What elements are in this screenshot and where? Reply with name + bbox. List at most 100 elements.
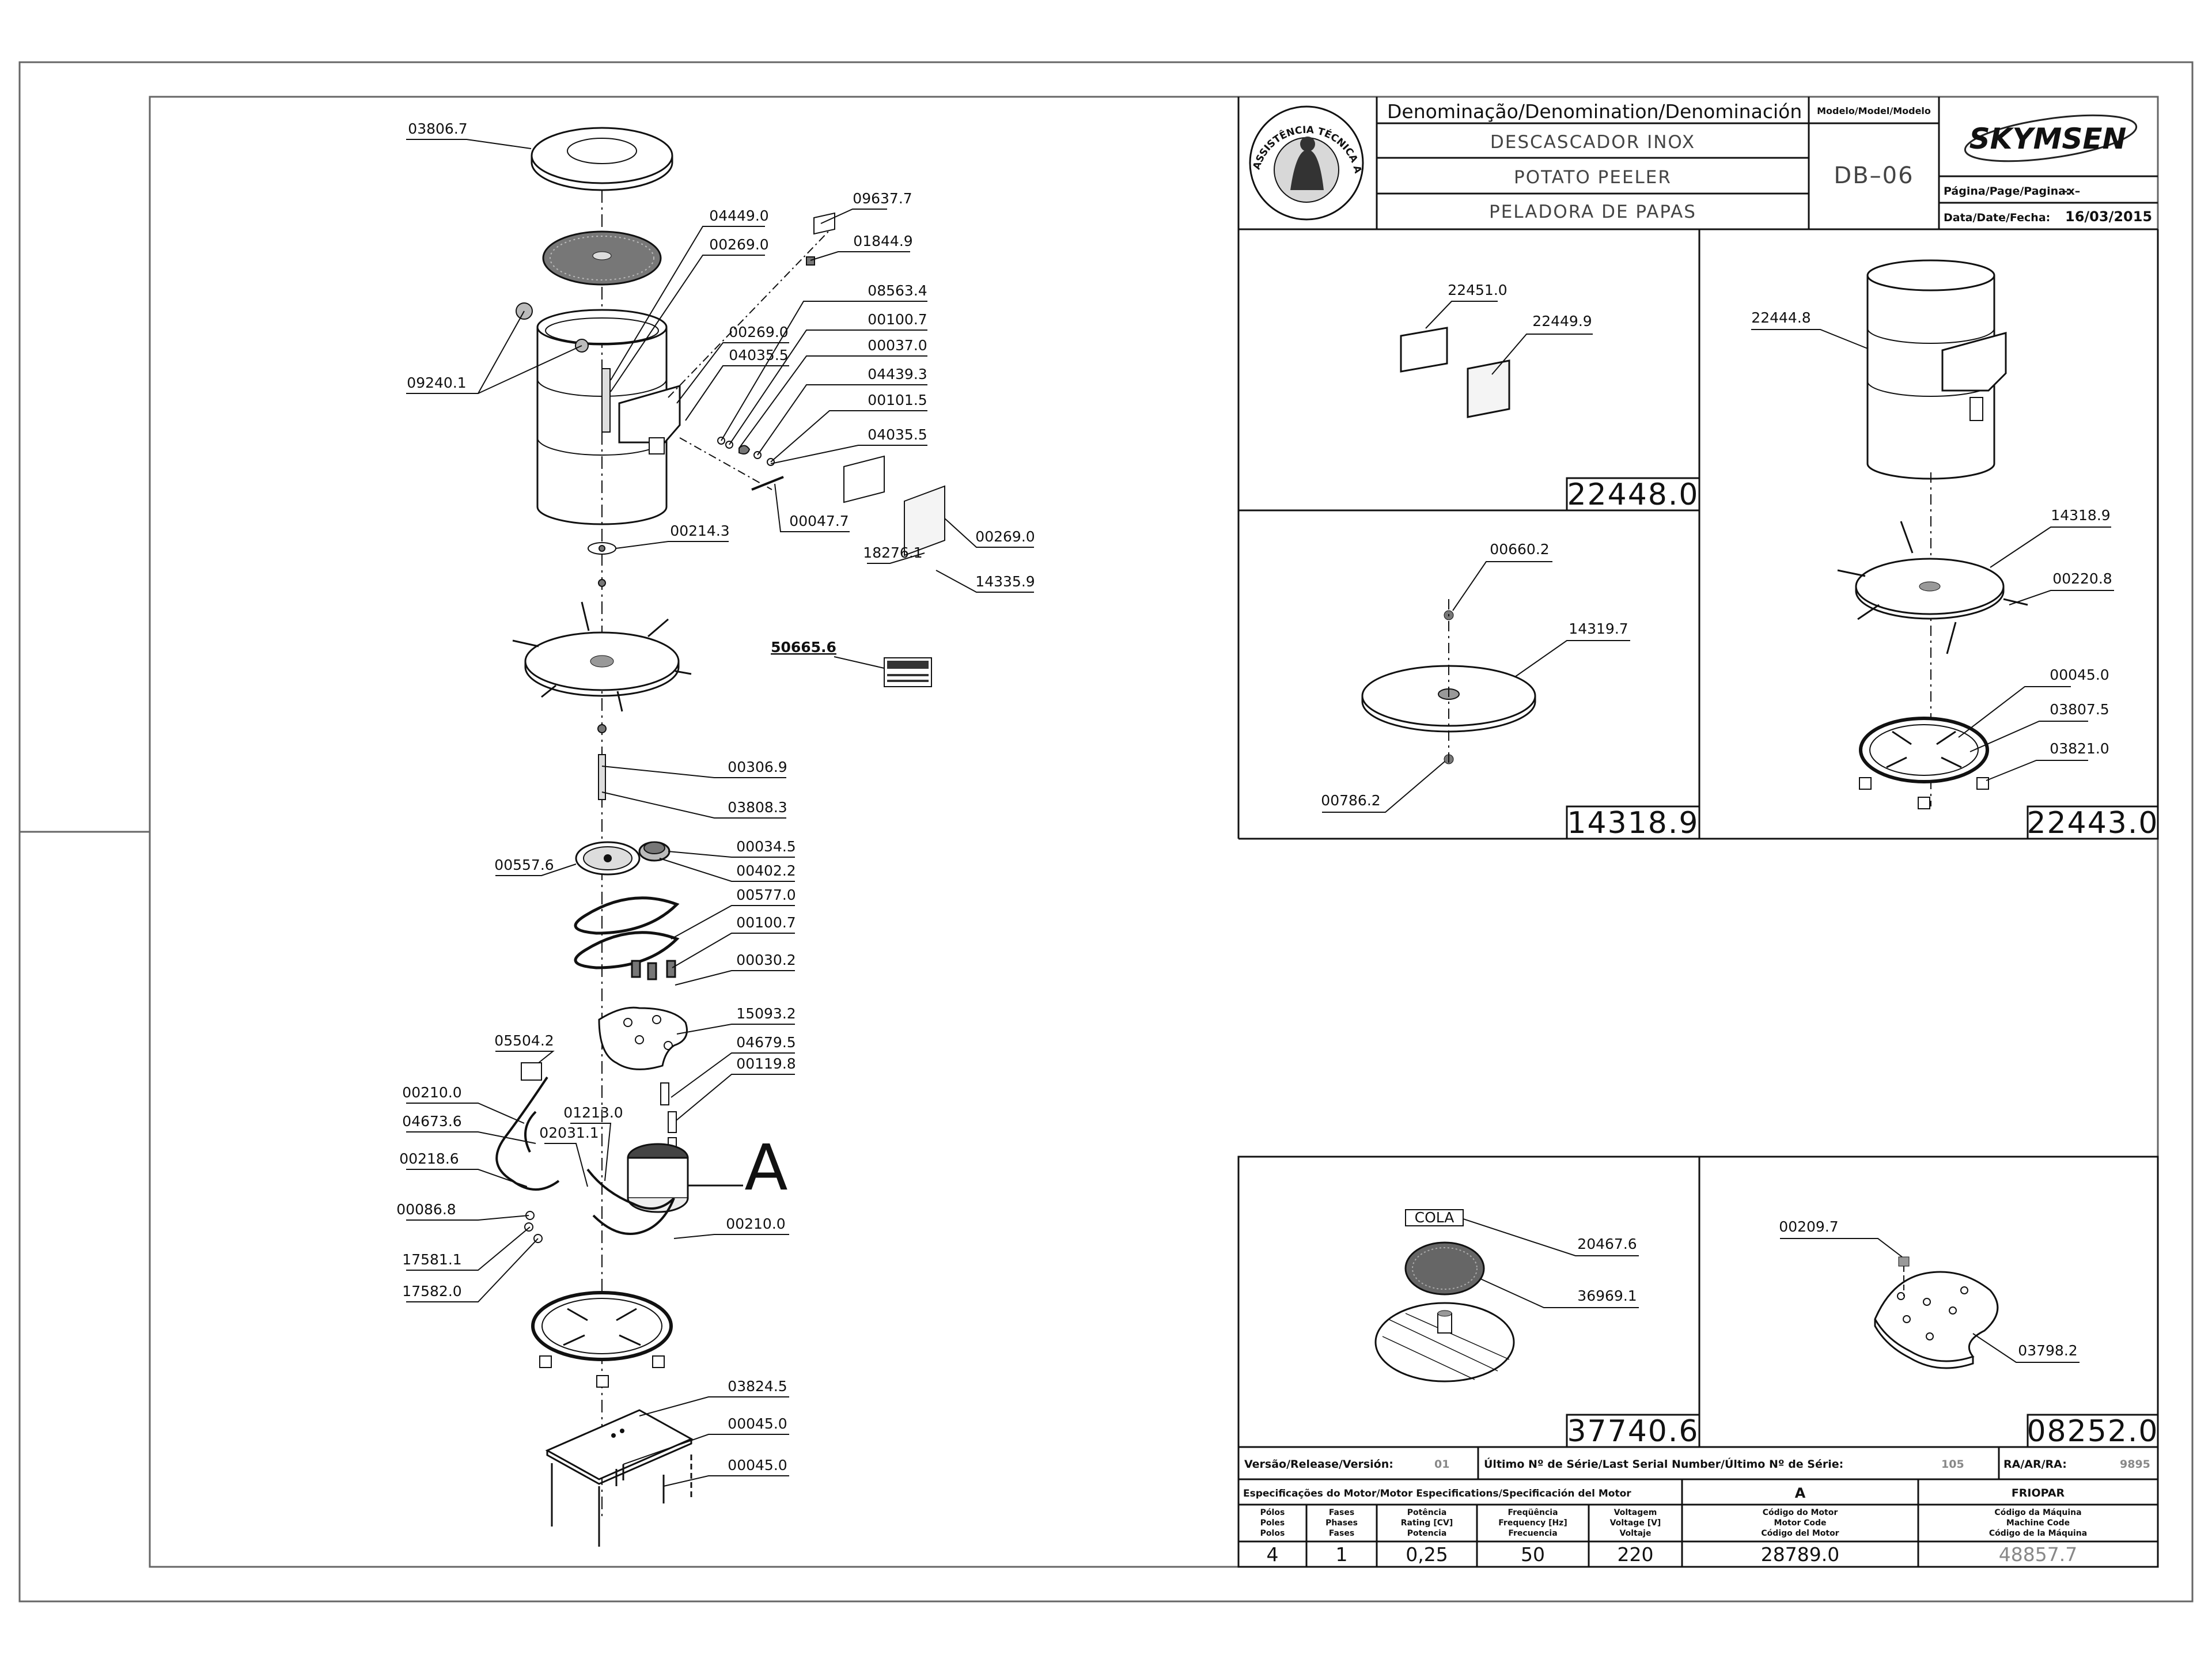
part-label: 00577.0 — [736, 887, 796, 903]
part-label: 00101.5 — [868, 392, 927, 408]
detail-grid — [1237, 229, 2159, 1568]
name-en: POTATO PEELER — [1514, 167, 1672, 188]
svg-text:Freqüência: Freqüência — [1508, 1508, 1558, 1517]
svg-text:Poles: Poles — [1260, 1518, 1285, 1528]
part-label: 03808.3 — [728, 799, 787, 816]
door-parts — [516, 212, 945, 556]
part-label: 04035.5 — [868, 426, 927, 443]
part-label: 00100.7 — [736, 914, 796, 931]
part-label: 00086.8 — [396, 1201, 456, 1218]
sheet-frame — [18, 61, 2194, 1603]
part-label: 04035.5 — [729, 347, 788, 363]
part-label: 09240.1 — [407, 374, 466, 391]
detail-22448: 22448.0 22451.0 22449.9 — [1400, 282, 1700, 512]
base-ring-part — [531, 1291, 673, 1388]
svg-text:0,25: 0,25 — [1406, 1543, 1448, 1566]
page-value: –x– — [2062, 185, 2080, 198]
model-header: Modelo/Model/Modelo — [1817, 105, 1931, 116]
part-label: 00037.0 — [868, 337, 927, 354]
part-label: 04673.6 — [402, 1113, 461, 1130]
warning-label-part — [834, 656, 932, 687]
brand-text: SKYMSEN — [1969, 122, 2127, 156]
part-label: 00269.0 — [975, 528, 1035, 545]
part-label: 03806.7 — [408, 120, 467, 137]
part-label: 14335.9 — [975, 573, 1035, 590]
svg-text:Fases: Fases — [1329, 1508, 1354, 1517]
part-label: 00100.7 — [868, 311, 927, 328]
part-label: 20467.6 — [1577, 1236, 1637, 1252]
part-label: 03824.5 — [728, 1378, 787, 1395]
shaft-part — [597, 724, 607, 800]
part-label: 00119.8 — [736, 1055, 796, 1072]
svg-text:Machine Code: Machine Code — [2006, 1518, 2070, 1528]
part-label: 00220.8 — [2052, 570, 2112, 587]
seal-text: ASSISTÊNCIA TÉCNICA AUTORIZADA — [0, 0, 1363, 175]
part-label: 04439.3 — [868, 366, 927, 382]
inner-disc-part — [512, 601, 692, 712]
page-label: Página/Page/Pagina: — [1944, 185, 2070, 198]
part-label: 09637.7 — [853, 190, 912, 207]
version-value: 01 — [1434, 1458, 1449, 1471]
detail-code: 22443.0 — [2027, 806, 2158, 840]
part-label: 15093.2 — [736, 1005, 796, 1022]
serial-value: 105 — [1941, 1458, 1964, 1471]
svg-text:Potência: Potência — [1407, 1508, 1447, 1517]
svg-text:Frequency [Hz]: Frequency [Hz] — [1498, 1518, 1567, 1528]
svg-text:220: 220 — [1618, 1543, 1654, 1566]
svg-text:Voltaje: Voltaje — [1620, 1529, 1652, 1538]
part-label: 00218.6 — [399, 1150, 459, 1167]
detail-code: 22448.0 — [1567, 478, 1699, 512]
wiring-parts — [495, 1062, 675, 1243]
view-letter: A — [744, 1131, 787, 1205]
svg-text:Potencia: Potencia — [1407, 1529, 1447, 1538]
part-label: 03798.2 — [2018, 1342, 2077, 1359]
cola-label: COLA — [1415, 1209, 1455, 1226]
part-label: 00045.0 — [2050, 666, 2109, 683]
serial-label: Último Nº de Série/Last Serial Number/Úl… — [1484, 1457, 1843, 1471]
drum-body-part — [536, 309, 681, 525]
detail-14318: 14318.9 00660.2 14319.7 00786.2 — [1321, 541, 1700, 840]
part-label: 18276.1 — [863, 544, 922, 561]
svg-text:50: 50 — [1521, 1543, 1545, 1566]
part-label: 00660.2 — [1490, 541, 1549, 558]
detail-22443: 22443.0 22444.8 14318.9 00220.8 — [1751, 259, 2159, 840]
part-label: 02031.1 — [539, 1124, 599, 1141]
part-label: 17582.0 — [402, 1283, 461, 1300]
svg-text:Código da Máquina: Código da Máquina — [1994, 1508, 2081, 1517]
release-motor-table: Versão/Release/Versión: 01 Último Nº de … — [1238, 1446, 2158, 1567]
svg-text:ASSISTÊNCIA TÉCNICA AUTORIZADA: ASSISTÊNCIA TÉCNICA AUTORIZADA — [0, 0, 1363, 175]
part-label: 14318.9 — [2051, 507, 2110, 524]
title-block: ASSISTÊNCIA TÉCNICA AUTORIZADA Denominaç… — [0, 0, 2158, 839]
part-label: 00269.0 — [729, 324, 788, 340]
part-label: 22451.0 — [1448, 282, 1507, 298]
part-label: 03807.5 — [2050, 701, 2109, 718]
washer-parts — [588, 542, 616, 587]
svg-text:Voltage [V]: Voltage [V] — [1610, 1518, 1661, 1528]
part-label: 00210.0 — [726, 1215, 785, 1232]
svg-text:Rating [CV]: Rating [CV] — [1401, 1518, 1453, 1528]
svg-text:4: 4 — [1267, 1543, 1279, 1566]
part-label: 00402.2 — [736, 862, 796, 879]
part-label: 00214.3 — [670, 522, 729, 539]
lid-part — [531, 127, 673, 191]
part-label: 01213.0 — [563, 1104, 623, 1121]
detail-code: 37740.6 — [1567, 1414, 1699, 1449]
motor-manufacturer: FRIOPAR — [2012, 1487, 2065, 1499]
motor-part: A — [627, 1131, 788, 1213]
part-label: 04449.0 — [709, 207, 768, 224]
svg-text:Voltagem: Voltagem — [1614, 1508, 1657, 1517]
part-label: 36969.1 — [1577, 1287, 1637, 1304]
part-label: 01844.9 — [853, 233, 912, 249]
part-label: 03821.0 — [2050, 740, 2109, 757]
part-label: 00034.5 — [736, 838, 796, 855]
date-value: 16/03/2015 — [2065, 209, 2152, 225]
abrasive-plate-part — [542, 230, 662, 286]
part-label: 00210.0 — [402, 1084, 461, 1101]
svg-text:48857.7: 48857.7 — [1999, 1543, 2077, 1566]
part-label: 04679.5 — [736, 1034, 796, 1051]
svg-text:Código del Motor: Código del Motor — [1761, 1529, 1839, 1538]
detail-code: 08252.0 — [2027, 1414, 2158, 1449]
name-es: PELADORA DE PAPAS — [1489, 202, 1696, 222]
detail-08252: 08252.0 00209.7 03798.2 — [1779, 1218, 2159, 1449]
authorized-service-seal: ASSISTÊNCIA TÉCNICA AUTORIZADA — [0, 0, 1364, 221]
